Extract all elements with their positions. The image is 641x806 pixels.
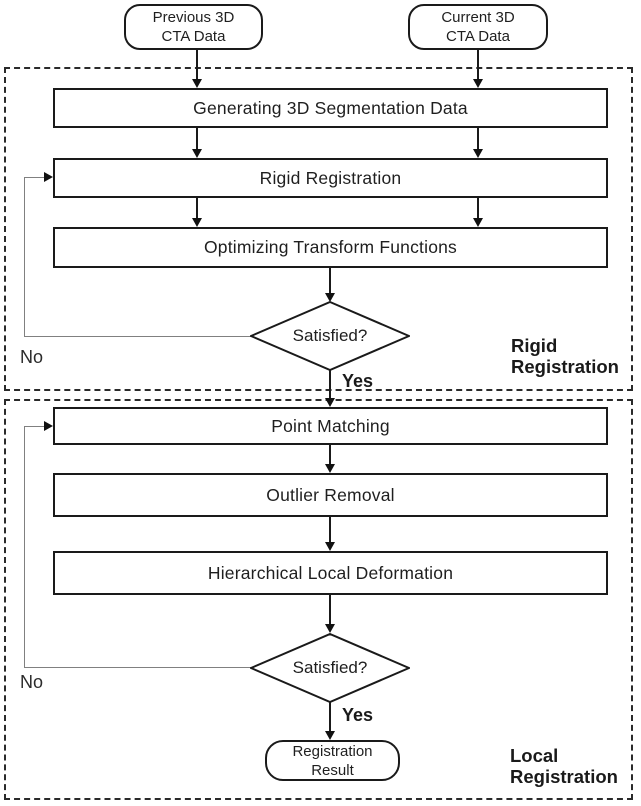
arrowhead-optimizing-to-satisfied1-icon	[325, 293, 335, 302]
arrow-satisfied2-to-result	[329, 702, 331, 731]
rigid-no-loop-arrowhead-icon	[44, 172, 53, 182]
arrow-prev-to-generating	[196, 50, 198, 79]
local-no-label: No	[20, 672, 44, 692]
local-no-loop-vertical	[24, 426, 25, 668]
arrowhead-prev-to-generating-icon	[192, 79, 202, 88]
arrowhead-rigid-to-optimizing-right-icon	[473, 218, 483, 227]
arrowhead-pointmatching-to-outlier-icon	[325, 464, 335, 473]
terminal-current-cta: Current 3D CTA Data	[408, 4, 548, 50]
decision-satisfied-rigid-label: Satisfied?	[292, 326, 368, 345]
arrowhead-rigid-to-optimizing-left-icon	[192, 218, 202, 227]
decision-satisfied-local-label: Satisfied?	[292, 658, 368, 677]
rigid-no-loop-vertical	[24, 177, 25, 337]
local-registration-region	[4, 399, 633, 800]
rigid-yes-label: Yes	[342, 371, 374, 391]
local-region-label: Local Registration	[510, 745, 618, 787]
process-generating-segmentation: Generating 3D Segmentation Data	[53, 88, 608, 128]
arrowhead-generating-to-rigid-right-icon	[473, 149, 483, 158]
arrow-outlier-to-hierarchical	[329, 517, 331, 542]
arrow-optimizing-to-satisfied1	[329, 268, 331, 293]
local-yes-label: Yes	[342, 705, 374, 725]
arrow-pointmatching-to-outlier	[329, 445, 331, 464]
arrowhead-hierarchical-to-satisfied2-icon	[325, 624, 335, 633]
process-optimizing-transform: Optimizing Transform Functions	[53, 227, 608, 268]
decision-satisfied-rigid: Satisfied?	[250, 301, 410, 371]
terminal-previous-cta: Previous 3D CTA Data	[124, 4, 263, 50]
local-no-loop-arrowhead-icon	[44, 421, 53, 431]
diamond-shape-icon	[250, 633, 410, 703]
process-rigid-registration: Rigid Registration	[53, 158, 608, 198]
diamond-shape-icon	[250, 301, 410, 371]
local-no-loop-entry	[24, 426, 45, 427]
rigid-no-loop-entry	[24, 177, 45, 178]
arrowhead-satisfied2-to-result-icon	[325, 731, 335, 740]
arrow-generating-to-rigid-right	[477, 128, 479, 149]
rigid-registration-region	[4, 67, 633, 391]
rigid-no-label: No	[20, 347, 44, 367]
arrow-rigid-to-optimizing-left	[196, 198, 198, 218]
arrow-hierarchical-to-satisfied2	[329, 595, 331, 624]
arrowhead-outlier-to-hierarchical-icon	[325, 542, 335, 551]
rigid-region-label: Rigid Registration	[511, 335, 619, 377]
rigid-no-loop-horizontal	[24, 336, 251, 337]
arrow-rigid-to-optimizing-right	[477, 198, 479, 218]
terminal-registration-result: Registration Result	[265, 740, 400, 781]
arrow-generating-to-rigid-left	[196, 128, 198, 149]
process-outlier-removal: Outlier Removal	[53, 473, 608, 517]
process-hierarchical-deformation: Hierarchical Local Deformation	[53, 551, 608, 595]
process-point-matching: Point Matching	[53, 407, 608, 445]
local-no-loop-horizontal	[24, 667, 255, 668]
arrowhead-satisfied1-to-pointmatching-icon	[325, 398, 335, 407]
arrowhead-curr-to-generating-icon	[473, 79, 483, 88]
arrowhead-generating-to-rigid-left-icon	[192, 149, 202, 158]
decision-satisfied-local: Satisfied?	[250, 633, 410, 703]
arrow-curr-to-generating	[477, 50, 479, 79]
arrow-satisfied1-to-pointmatching	[329, 370, 331, 398]
